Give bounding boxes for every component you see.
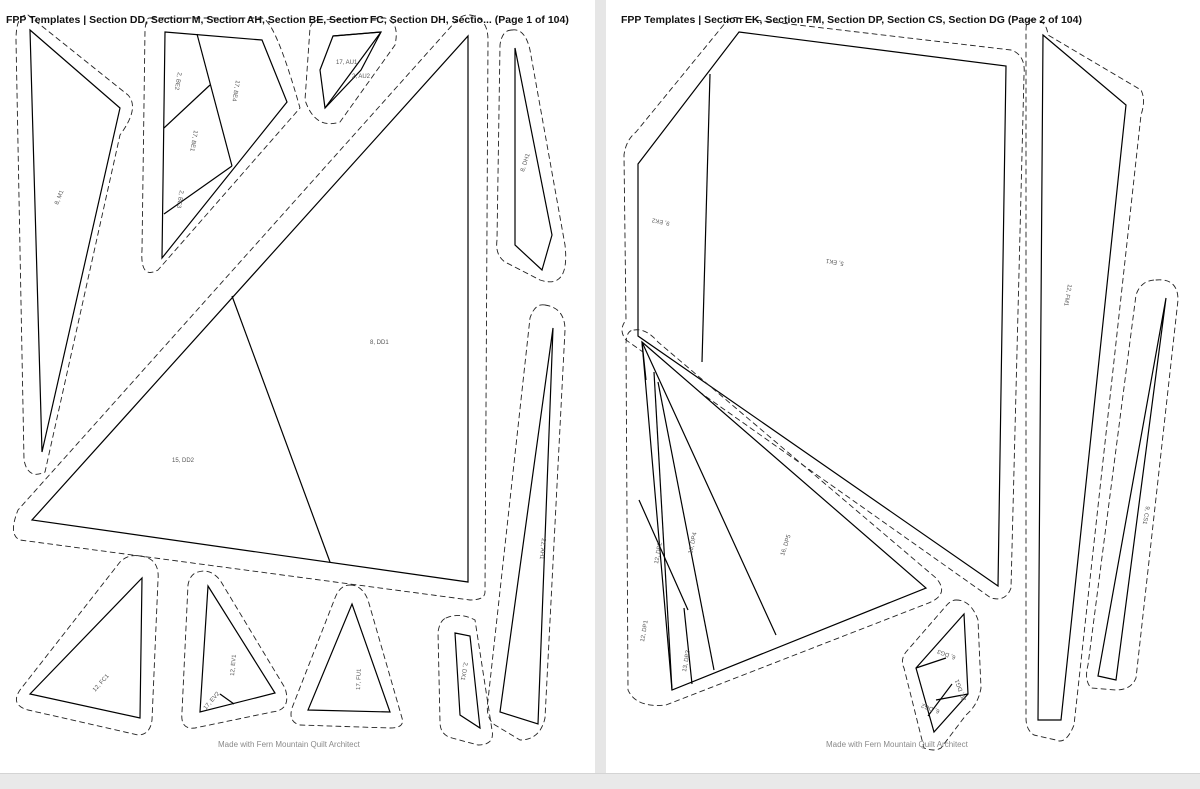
piece-label-m1: 8, M1	[54, 189, 65, 206]
template-dd[interactable]: 8, DD1 15, DD2	[13, 14, 489, 601]
piece-label-ah1: 22, AH1	[538, 538, 546, 561]
piece-label-dp3: 13, DP3	[682, 649, 692, 672]
piece-label-ek1: 5, EK1	[825, 257, 844, 266]
page-1-templates-drawing: 8, M1 2, BE2 17, BE4 17, BE1 2, BE3 17, …	[13, 14, 567, 746]
piece-label-dh1: 8, DH1	[520, 152, 532, 172]
piece-label-ev1: 12, EV1	[230, 654, 238, 676]
piece-label-au1: 17, AU1	[336, 60, 358, 66]
piece-label-be1: 17, BE1	[188, 130, 198, 153]
template-dh1[interactable]: 8, DH1	[496, 29, 567, 283]
page-1-footer: Made with Fern Mountain Quilt Architect	[218, 740, 360, 749]
piece-label-ek2: 9, EK2	[651, 216, 671, 226]
piece-label-fu1: 17, FU1	[356, 668, 363, 690]
template-page-1: 8, M1 2, BE2 17, BE4 17, BE1 2, BE3 17, …	[0, 0, 595, 773]
piece-label-be2: 2, BE2	[173, 72, 182, 91]
template-cs1[interactable]: 9, CS1	[1086, 279, 1179, 691]
page-2-title: FPP Templates | Section EK, Section FM, …	[621, 14, 1082, 26]
piece-label-cs1: 9, CS1	[1141, 506, 1150, 526]
piece-label-be3: 2, BE3	[175, 190, 184, 209]
piece-label-dd2: 15, DD2	[172, 458, 195, 464]
template-fc1[interactable]: 12, FC1	[15, 555, 159, 736]
template-m1[interactable]: 8, M1	[15, 14, 133, 475]
template-fu1[interactable]: 17, FU1	[290, 584, 403, 729]
page-gutter	[595, 0, 606, 773]
piece-label-dp4: 16, DP4	[688, 531, 699, 554]
template-page-2: 9, EK2 5, EK1 12, FM1 9, CS1 12, DP1 1	[606, 0, 1200, 773]
template-dp[interactable]: 12, DP1 12, DP2 13, DP3 16, DP4 16, DP5	[625, 329, 943, 706]
template-ek[interactable]: 9, EK2 5, EK1	[621, 17, 1025, 600]
piece-label-dp2: 12, DP2	[654, 541, 664, 564]
template-ev[interactable]: 12, EV1 17, EV2	[181, 570, 288, 729]
piece-label-dx1: 2, DX1	[459, 662, 468, 682]
piece-label-au2: 2, AU2	[352, 74, 371, 80]
template-au[interactable]: 17, AU1 2, AU2	[304, 17, 397, 125]
piece-label-be4: 17, BE4	[230, 80, 240, 103]
page-2-footer: Made with Fern Mountain Quilt Architect	[826, 740, 968, 749]
template-dg[interactable]: 6, DG3 20, DG1 6, DG2	[901, 599, 982, 751]
piece-label-dp1: 12, DP1	[640, 619, 650, 642]
viewer-bottom-bar	[0, 773, 1200, 789]
template-be[interactable]: 2, BE2 17, BE4 17, BE1 2, BE3	[141, 17, 301, 273]
page-1-title: FPP Templates | Section DD, Section M, S…	[6, 14, 569, 26]
template-fm1[interactable]: 12, FM1	[1025, 19, 1144, 742]
page-2-templates-drawing: 9, EK2 5, EK1 12, FM1 9, CS1 12, DP1 1	[621, 17, 1179, 751]
piece-label-dd1: 8, DD1	[370, 340, 389, 346]
template-ah1[interactable]: 22, AH1	[486, 304, 566, 741]
piece-label-fm1: 12, FM1	[1062, 284, 1072, 307]
template-dx1[interactable]: 2, DX1	[437, 615, 493, 746]
